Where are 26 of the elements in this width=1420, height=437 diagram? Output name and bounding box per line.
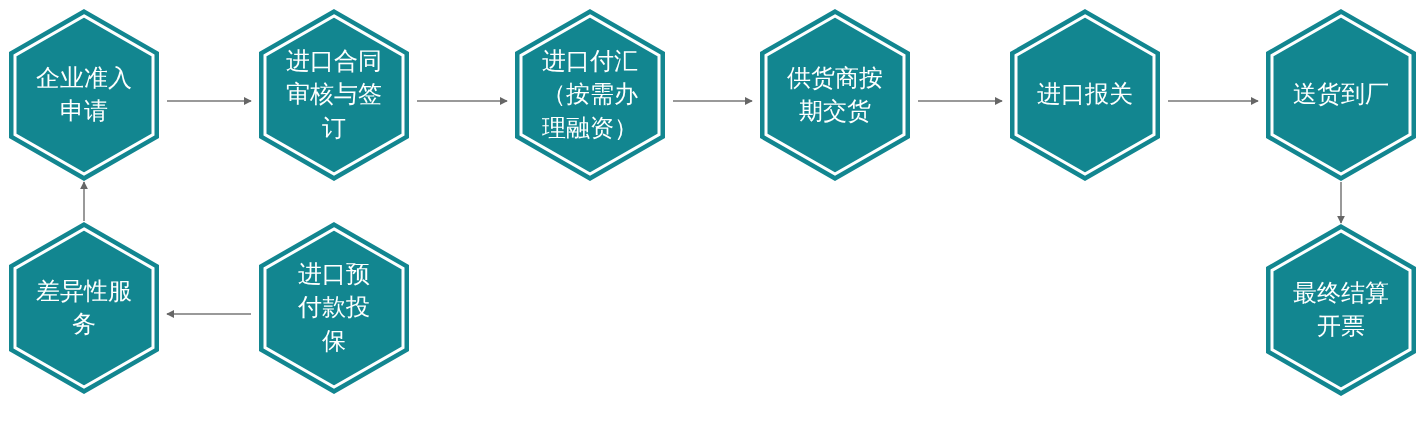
hexagon-node [9, 222, 159, 394]
node-label: 送货到厂 [1292, 79, 1390, 111]
node-label: 供货商按期交货 [786, 62, 884, 127]
node-label: 进口预付款投保 [297, 259, 371, 357]
hexagon-node [1266, 9, 1416, 181]
node-label: 进口合同审核与签订 [285, 46, 383, 144]
arrow [672, 97, 753, 105]
arrow [1337, 181, 1345, 224]
arrow [416, 97, 508, 105]
hexagon-node [259, 222, 409, 394]
hexagon-node [259, 9, 409, 181]
node-label: 进口报关 [1036, 79, 1134, 111]
node-label: 最终结算开票 [1292, 277, 1390, 342]
hexagon-node [9, 9, 159, 181]
hexagon-node [1266, 224, 1416, 396]
node-label: 企业准入申请 [35, 62, 133, 127]
arrow [1167, 97, 1259, 105]
hexagon-node [515, 9, 665, 181]
node-label: 进口付汇（按需办理融资） [541, 46, 639, 144]
hexagon-node [1010, 9, 1160, 181]
arrow [80, 181, 88, 222]
arrow [166, 97, 252, 105]
arrow [917, 97, 1003, 105]
arrow [166, 310, 252, 318]
node-label: 差异性服务 [35, 275, 133, 340]
hexagon-node [760, 9, 910, 181]
